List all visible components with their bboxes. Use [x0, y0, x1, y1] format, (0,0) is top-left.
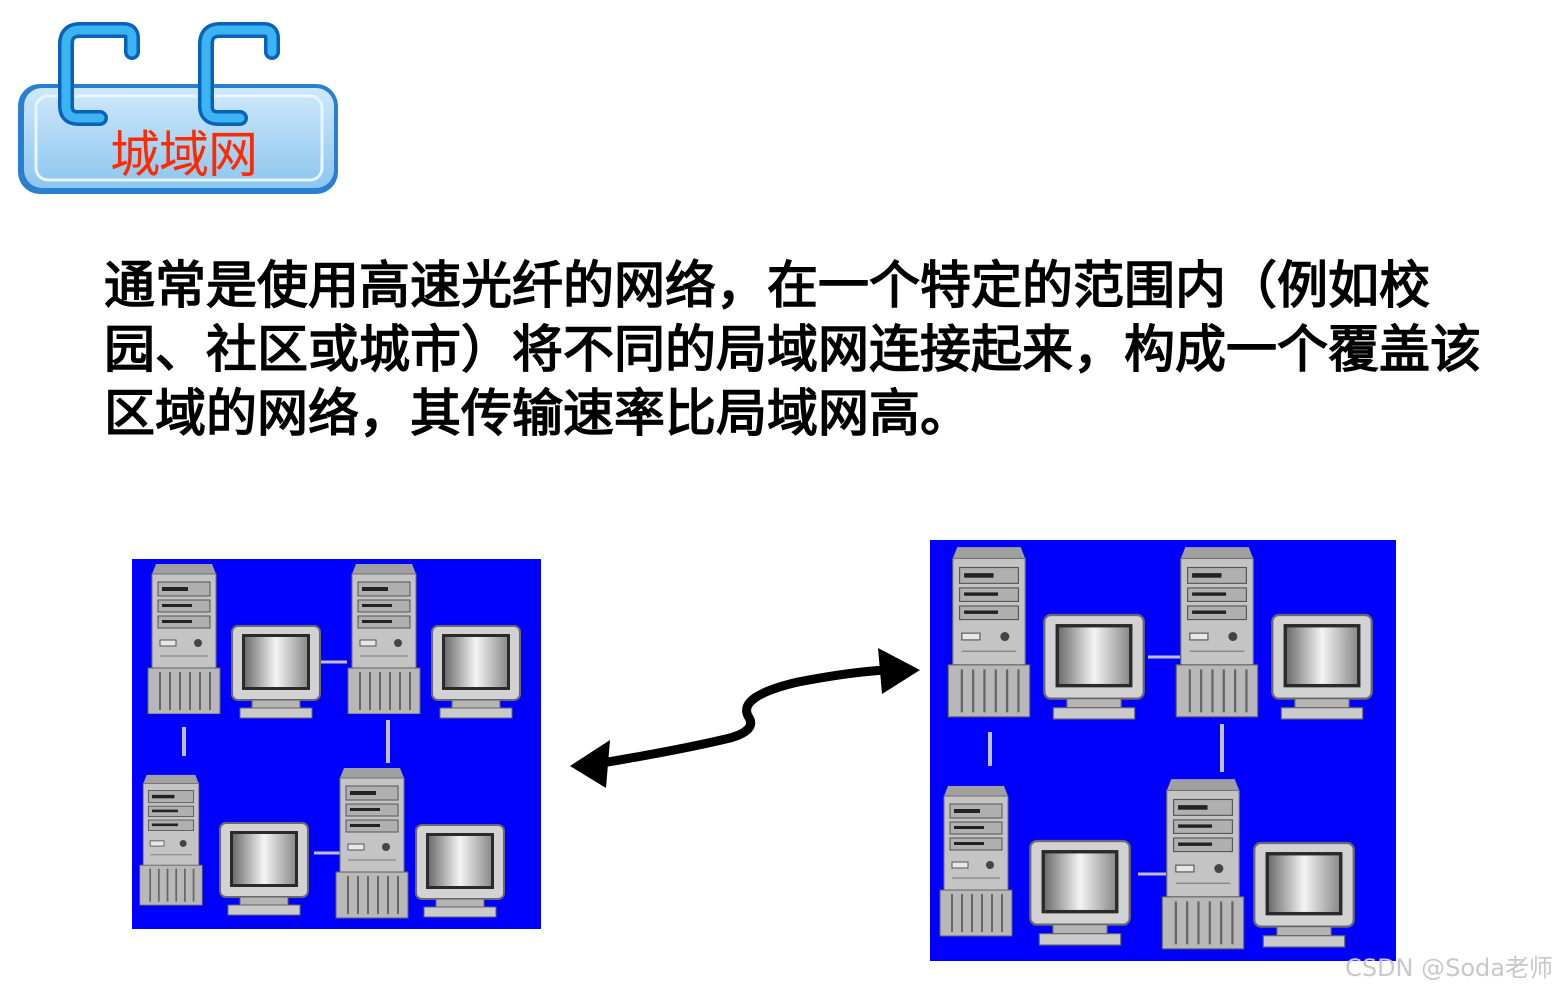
monitor-icon [1271, 613, 1373, 721]
lan-diagram-right [930, 540, 1396, 961]
monitor-icon [231, 625, 321, 719]
server-tower-icon [334, 766, 410, 920]
double-arrow-icon [570, 648, 920, 788]
server-tower-icon [1175, 546, 1259, 718]
server-tower-icon [947, 546, 1031, 718]
watermark: CSDN @Soda老师 [1345, 954, 1553, 982]
monitor-icon [1029, 839, 1131, 947]
monitor-icon [431, 625, 521, 719]
server-tower-icon [147, 564, 221, 714]
description-text: 通常是使用高速光纤的网络，在一个特定的范围内（例如校园、社区或城市）将不同的局域… [104, 257, 1482, 444]
monitor-icon [219, 822, 309, 916]
server-tower-icon [938, 784, 1014, 938]
server-tower-icon [1161, 777, 1245, 951]
monitor-icon [1253, 841, 1355, 949]
lan-diagram-left [132, 559, 541, 929]
title-badge: 城域网 [14, 22, 344, 202]
server-tower-icon [138, 773, 204, 907]
badge-title: 城域网 [110, 126, 258, 184]
hook-icon [198, 22, 280, 126]
monitor-icon [1043, 613, 1145, 721]
connection-arrow [560, 640, 940, 800]
hook-icon [58, 22, 140, 126]
server-tower-icon [347, 564, 421, 714]
badge-graphic [18, 22, 338, 194]
monitor-icon [415, 824, 505, 918]
